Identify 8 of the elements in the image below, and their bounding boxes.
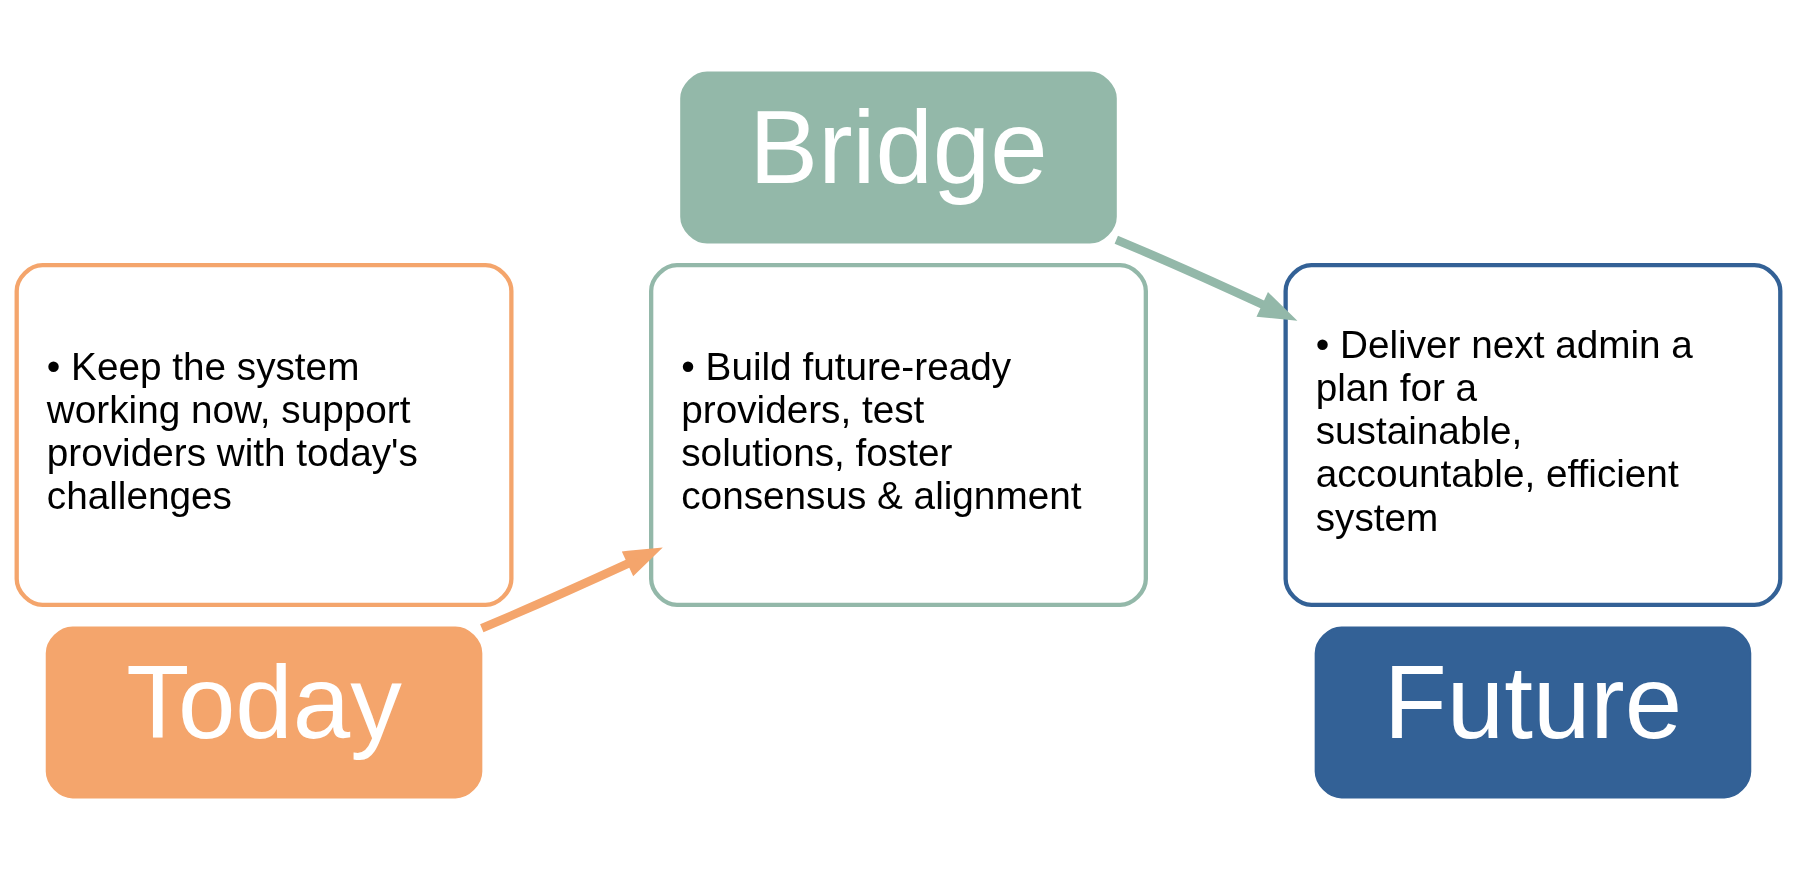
node-box: Bridge bbox=[680, 71, 1117, 244]
node-box: • Build future-ready providers, test solutions, foster consensus & alignment bbox=[649, 262, 1148, 607]
arrow bbox=[1114, 235, 1298, 321]
node-box: Today bbox=[45, 625, 483, 798]
node-box: Future bbox=[1314, 625, 1752, 798]
node-box: • Deliver next admin a plan for a sustainable, accountable, efficient system bbox=[1283, 262, 1783, 607]
node-box: • Keep the system working now, support providers with today's challenges bbox=[14, 262, 514, 607]
arrow bbox=[480, 547, 663, 632]
